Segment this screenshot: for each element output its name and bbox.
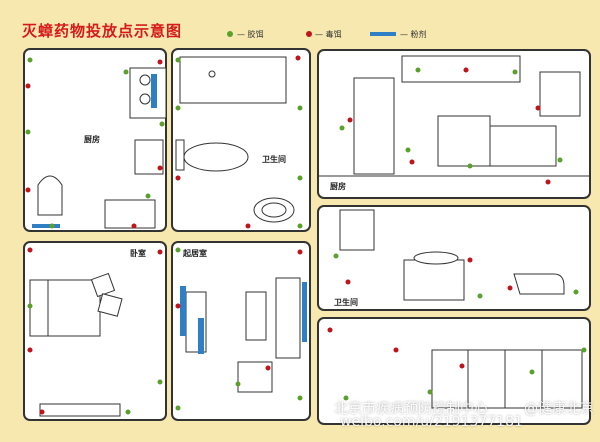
watermark-handle: @健康北京 xyxy=(524,401,594,417)
kitchen-view-markers xyxy=(339,67,563,185)
bathroom-plan-room xyxy=(171,48,311,232)
living-room-room xyxy=(171,241,311,421)
kitchen-view-label: 厨房 xyxy=(330,182,346,191)
bathroom-plan-label: 卫生间 xyxy=(262,155,286,164)
bathroom-view-markers xyxy=(333,253,579,299)
bedroom-markers xyxy=(27,247,163,415)
living-room-markers xyxy=(175,247,303,411)
legend-poison-label: — 毒饵 xyxy=(315,30,342,39)
legend-powder-bar xyxy=(370,32,396,36)
bathroom-view-room xyxy=(317,205,591,311)
cabinet-view-markers xyxy=(327,327,587,401)
watermark-line1: 北京市疾病预防控制中心 xyxy=(334,401,488,417)
legend-gel-label: — 胶饵 xyxy=(237,30,264,39)
legend-gel-dot xyxy=(227,31,233,37)
bedroom-room xyxy=(23,241,167,421)
kitchen-plan-room xyxy=(23,48,167,232)
kitchen-plan-markers xyxy=(25,57,165,229)
living-room-label: 起居室 xyxy=(183,249,207,258)
watermark-line2: weibo.com/u/2191377181 xyxy=(340,414,523,430)
legend-poison-dot xyxy=(306,31,312,37)
bathroom-view-label: 卫生间 xyxy=(334,298,358,307)
bedroom-label: 卧室 xyxy=(130,249,146,258)
kitchen-view-room xyxy=(317,49,591,199)
kitchen-plan-label: 厨房 xyxy=(84,135,100,144)
cabinet-view-room xyxy=(317,317,591,425)
bathroom-plan-markers xyxy=(175,55,303,229)
legend-powder-label: — 粉剂 xyxy=(400,30,427,39)
diagram-title: 灭蟑药物投放点示意图 xyxy=(22,22,183,40)
